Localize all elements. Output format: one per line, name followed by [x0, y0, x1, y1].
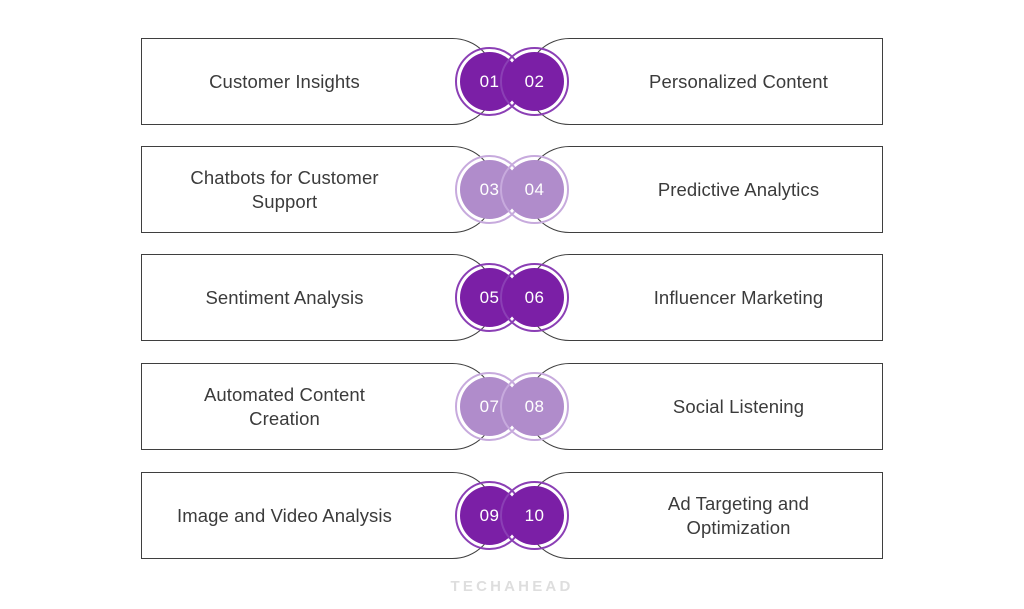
badge-number-02: 02 [500, 47, 569, 116]
table-row: Automated Content Creation 07 Social Lis… [141, 363, 883, 450]
badge-number-label: 02 [524, 71, 545, 91]
list-item-label: Ad Targeting and Optimization [667, 492, 810, 538]
table-row: Chatbots for Customer Support 03 Predict… [141, 146, 883, 233]
list-item-08[interactable]: Social Listening [526, 363, 883, 450]
badge-ring-icon [500, 372, 569, 441]
list-item-02[interactable]: Personalized Content [526, 38, 883, 125]
badge-number-label: 06 [524, 287, 545, 307]
badge-number-04: 04 [500, 155, 569, 224]
list-item-label: Customer Insights [209, 70, 360, 92]
watermark-logo: TECHAHEAD [450, 578, 574, 595]
list-item-label: Personalized Content [649, 70, 828, 92]
list-item-06[interactable]: Influencer Marketing [526, 254, 883, 341]
badge-number-label: 01 [479, 71, 500, 91]
badge-number-label: 03 [479, 179, 500, 199]
badge-number-label: 08 [524, 396, 545, 416]
badge-number-06: 06 [500, 263, 569, 332]
badge-number-label: 07 [479, 396, 500, 416]
list-item-label: Predictive Analytics [657, 178, 820, 200]
list-item-03[interactable]: Chatbots for Customer Support [141, 146, 496, 233]
badge-ring-icon [500, 263, 569, 332]
badge-number-label: 10 [524, 505, 545, 525]
badge-disc-icon [505, 377, 564, 436]
list-item-05[interactable]: Sentiment Analysis [141, 254, 496, 341]
list-item-label: Automated Content Creation [203, 383, 366, 429]
badge-ring-icon [500, 481, 569, 550]
list-item-label: Sentiment Analysis [205, 286, 364, 308]
list-item-01[interactable]: Customer Insights [141, 38, 496, 125]
list-item-label: Image and Video Analysis [177, 504, 392, 526]
table-row: Image and Video Analysis 09 Ad Targeting… [141, 472, 883, 559]
items-grid: Customer Insights 01 Personalized Conten… [141, 38, 883, 559]
table-row: Customer Insights 01 Personalized Conten… [141, 38, 883, 125]
list-item-label: Influencer Marketing [653, 286, 824, 308]
badge-ring-icon [500, 155, 569, 224]
table-row: Sentiment Analysis 05 Influencer Marketi… [141, 254, 883, 341]
badge-number-label: 04 [524, 179, 545, 199]
badge-number-label: 05 [479, 287, 500, 307]
badge-ring-icon [500, 47, 569, 116]
badge-number-08: 08 [500, 372, 569, 441]
badge-disc-icon [505, 268, 564, 327]
badge-disc-icon [505, 486, 564, 545]
list-item-label: Social Listening [672, 395, 805, 417]
list-item-label: Chatbots for Customer Support [190, 166, 379, 212]
badge-number-10: 10 [500, 481, 569, 550]
list-item-10[interactable]: Ad Targeting and Optimization [526, 472, 883, 559]
badge-disc-icon [505, 160, 564, 219]
list-item-04[interactable]: Predictive Analytics [526, 146, 883, 233]
badge-number-label: 09 [479, 505, 500, 525]
list-item-09[interactable]: Image and Video Analysis [141, 472, 496, 559]
list-item-07[interactable]: Automated Content Creation [141, 363, 496, 450]
badge-disc-icon [505, 52, 564, 111]
